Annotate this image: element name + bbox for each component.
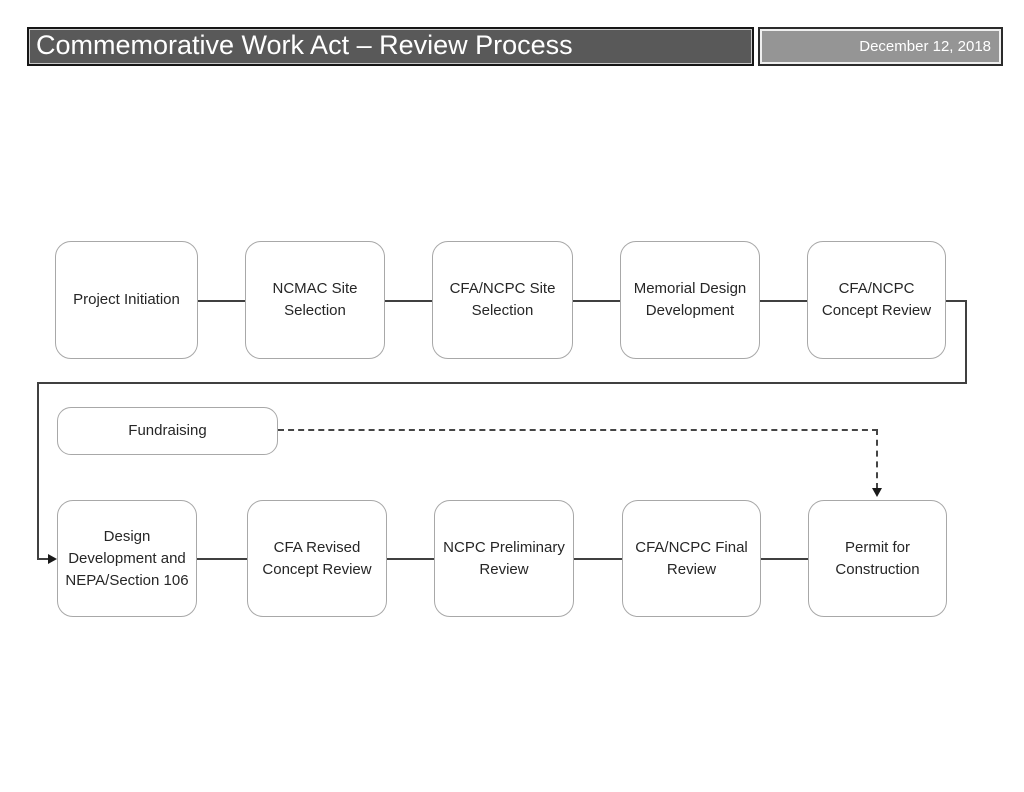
connector-feedback-stub-right xyxy=(946,300,967,302)
connector-fundraising-dashed-vertical xyxy=(876,429,878,489)
stage-cfa-ncpc-final-review: CFA/NCPC Final Review xyxy=(622,500,761,617)
date-label: December 12, 2018 xyxy=(758,27,1003,66)
arrowhead-into-permit-for-construction xyxy=(872,488,882,497)
stage-ncmac-site-selection: NCMAC Site Selection xyxy=(245,241,385,359)
connector-row2-1 xyxy=(197,558,247,560)
stage-memorial-design-development: Memorial Design Development xyxy=(620,241,760,359)
stage-design-development-nepa-section-106: Design Development and NEPA/Section 106 xyxy=(57,500,197,617)
stage-fundraising: Fundraising xyxy=(57,407,278,455)
stage-cfa-ncpc-concept-review: CFA/NCPC Concept Review xyxy=(807,241,946,359)
connector-row1-2 xyxy=(385,300,432,302)
connector-row2-4 xyxy=(761,558,808,560)
connector-row2-2 xyxy=(387,558,434,560)
connector-row2-3 xyxy=(574,558,622,560)
connector-row1-1 xyxy=(198,300,245,302)
stage-ncpc-preliminary-review: NCPC Preliminary Review xyxy=(434,500,574,617)
connector-row1-4 xyxy=(760,300,807,302)
arrowhead-into-design-development xyxy=(48,554,57,564)
stage-project-initiation: Project Initiation xyxy=(55,241,198,359)
connector-feedback-stub-left xyxy=(37,558,49,560)
connector-fundraising-dashed-horizontal xyxy=(278,429,878,431)
connector-feedback-horizontal xyxy=(37,382,967,384)
connector-row1-3 xyxy=(573,300,620,302)
page-title: Commemorative Work Act – Review Process xyxy=(27,27,754,66)
stage-cfa-ncpc-site-selection: CFA/NCPC Site Selection xyxy=(432,241,573,359)
stage-cfa-revised-concept-review: CFA Revised Concept Review xyxy=(247,500,387,617)
connector-feedback-vertical-right xyxy=(965,300,967,384)
stage-permit-for-construction: Permit for Construction xyxy=(808,500,947,617)
connector-feedback-vertical-left xyxy=(37,382,39,560)
